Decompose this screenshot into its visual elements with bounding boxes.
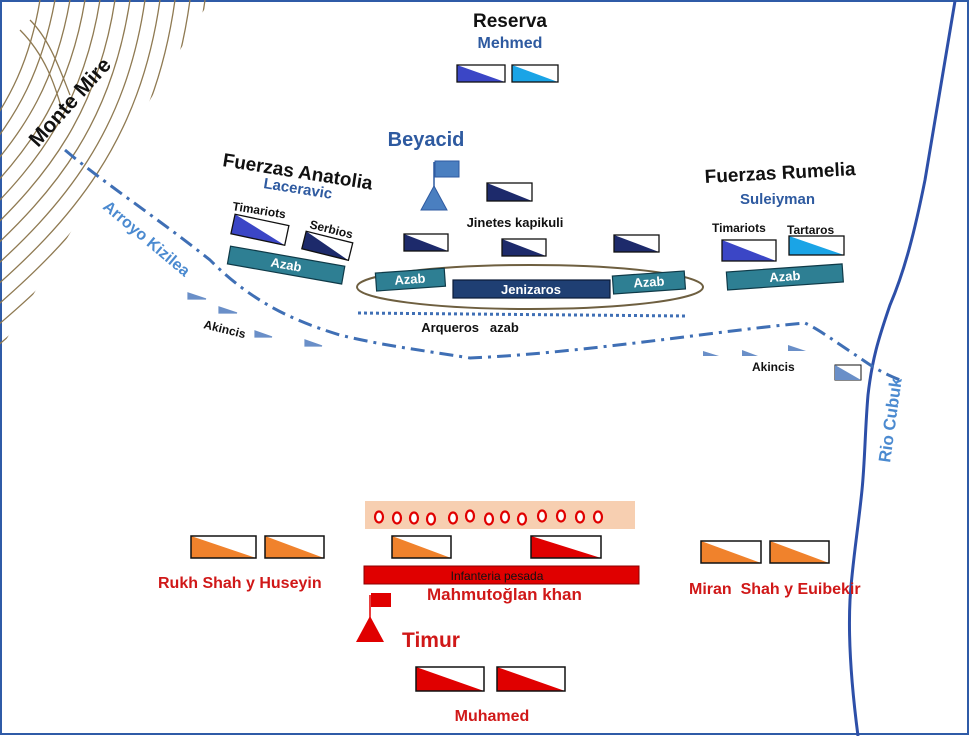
muhamed-unit-1 [415, 666, 485, 692]
rio-cubuk [847, 0, 957, 736]
kapikuli-unit-4 [613, 234, 660, 253]
kapikuli-unit-1 [486, 182, 533, 202]
serbios-unit [301, 230, 354, 262]
timariots-left-unit [230, 213, 290, 246]
mahmut-unit-2 [530, 535, 602, 559]
jenizaros-label: Jenizaros [501, 282, 561, 297]
azab-center-right-unit: Azab [611, 270, 687, 295]
miran-unit-1 [700, 540, 762, 564]
azab-left-unit: Azab [226, 245, 346, 285]
archer-markers [373, 509, 604, 526]
jinetes-kapikuli-label: Jinetes kapikuli [467, 215, 564, 230]
timariots-right-label: Timariots [712, 221, 766, 235]
tartaros-unit [788, 235, 845, 256]
beyacid-label: Beyacid [388, 129, 465, 151]
muhamed-label: Muhamed [455, 708, 530, 725]
azab-center-right-label: Azab [633, 273, 665, 290]
mahmutoglan-label: Mahmutoğlan khan [427, 585, 582, 604]
arroyo-kizilea [64, 148, 901, 382]
infanteria-pesada-unit [363, 565, 640, 585]
muhamed-unit-2 [496, 666, 566, 692]
mahmut-unit-1 [391, 535, 452, 559]
reserve-unit-1 [456, 64, 506, 83]
reserva-title: Reserva [473, 11, 547, 32]
rukh-shah-label: Rukh Shah y Huseyin [158, 575, 322, 592]
timur-label: Timur [402, 629, 460, 652]
timur-flag-icon [356, 593, 391, 642]
suleiyman-label: Suleiyman [740, 191, 815, 208]
akincis-right-label: Akincis [752, 360, 795, 374]
center-oval [356, 264, 704, 310]
arqueros-azab-line [357, 311, 687, 318]
jenizaros-unit: Jenizaros [452, 279, 611, 299]
tartaros-label: Tartaros [787, 223, 834, 237]
infanteria-pesada-label: Infanteria pesada [451, 569, 544, 583]
rukh-unit-2 [264, 535, 325, 559]
mehmed-label: Mehmed [478, 35, 543, 52]
beyacid-flag-icon [420, 160, 460, 211]
rukh-unit-1 [190, 535, 257, 559]
akincis-left-markers [187, 292, 323, 347]
akincis-right-markers [703, 345, 862, 381]
azab-left-label: Azab [270, 254, 303, 274]
azab-right-unit: Azab [725, 263, 844, 291]
azab-right-label: Azab [769, 268, 801, 285]
azab-center-left-label: Azab [394, 271, 426, 288]
kapikuli-unit-3 [501, 238, 547, 257]
arqueros-azab-label: Arqueros azab [421, 320, 519, 335]
kapikuli-unit-2 [403, 233, 449, 252]
azab-center-left-unit: Azab [374, 267, 447, 292]
miran-unit-2 [769, 540, 830, 564]
miran-shah-label: Miran Shah y Euibekir [689, 581, 861, 598]
reserve-unit-2 [511, 64, 559, 83]
timariots-right-unit [721, 239, 777, 262]
